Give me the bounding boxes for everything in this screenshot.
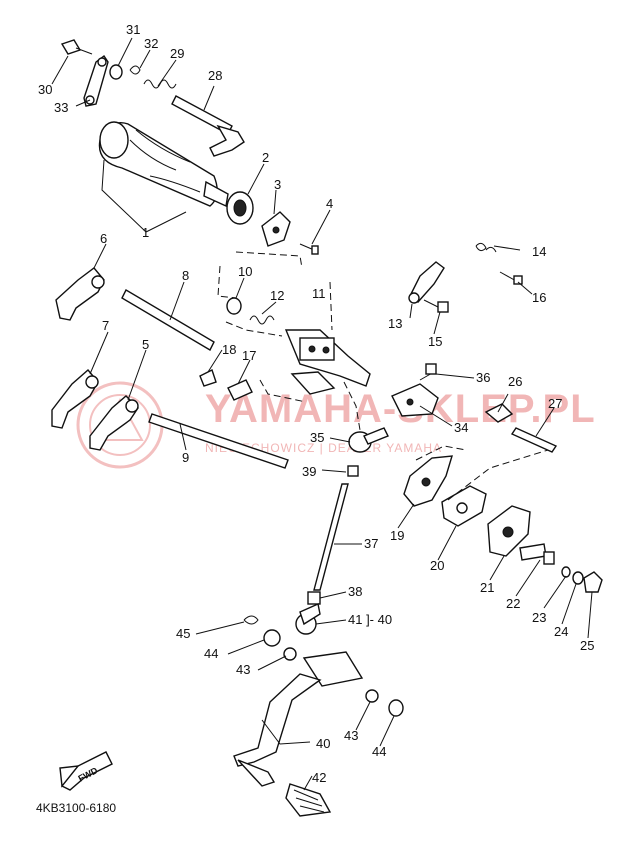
part-1-shift-drum: [98, 121, 229, 208]
part-23-washer: [561, 566, 571, 578]
callout-18: 18: [222, 342, 236, 357]
part-33-lever: [83, 54, 109, 107]
callout-15: 15: [428, 334, 442, 349]
callout-40-pedal: 40: [316, 736, 330, 751]
part-6-shift-fork: [55, 267, 105, 321]
callout-39: 39: [302, 464, 316, 479]
callout-34: 34: [454, 420, 468, 435]
part-15-bolt: [423, 299, 449, 313]
callout-5: 5: [142, 337, 149, 352]
callout-16: 16: [532, 290, 546, 305]
part-28-shift-shaft: [171, 95, 245, 157]
callout-33: 33: [54, 100, 68, 115]
callout-7: 7: [102, 318, 109, 333]
part-5-shift-fork: [89, 395, 139, 451]
callout-10: 10: [238, 264, 252, 279]
callout-41-40-bracket: 41 ]- 40: [348, 612, 392, 627]
callout-9: 9: [182, 450, 189, 465]
part-29-spring: [143, 79, 177, 89]
part-20-plate: [441, 485, 487, 527]
part-12-spring: [249, 315, 275, 325]
callout-35: 35: [310, 430, 324, 445]
callout-30: 30: [38, 82, 52, 97]
part-16-bolt: [499, 271, 523, 285]
part-45-clip: [243, 615, 259, 625]
part-40-shift-pedal: [233, 651, 364, 787]
part-44-washer-upper: [263, 629, 281, 647]
callout-2: 2: [262, 150, 269, 165]
part-7-shift-fork: [51, 369, 99, 429]
part-4-screw: [299, 243, 319, 255]
part-43-washer-upper: [283, 647, 297, 661]
callout-31: 31: [126, 22, 140, 37]
part-43-washer-lower: [365, 689, 379, 703]
part-34-bracket: [391, 383, 439, 417]
callout-labels: 1 2 3 4 5 6 7 8 9 10 11 12 13 14 15 16 1…: [38, 22, 594, 785]
fwd-arrow-icon: FWD: [59, 751, 113, 791]
leader-lines: [51, 37, 593, 791]
part-17-bolt: [227, 379, 253, 401]
callout-26: 26: [508, 374, 522, 389]
part-9-guide-bar: [148, 413, 289, 469]
callout-42: 42: [312, 770, 326, 785]
part-21-shift-lever: [487, 505, 531, 557]
callout-13: 13: [388, 316, 402, 331]
callout-8: 8: [182, 268, 189, 283]
part-32-clip: [129, 65, 141, 75]
callout-12: 12: [270, 288, 284, 303]
callout-45: 45: [176, 626, 190, 641]
part-19-shift-arm: [403, 455, 453, 507]
part-10-washer: [226, 297, 242, 315]
part-39-nut: [347, 465, 359, 477]
callout-1: 1: [142, 225, 149, 240]
part-44-washer-lower: [388, 699, 404, 717]
callout-44-lower: 44: [372, 744, 386, 759]
callout-28: 28: [208, 68, 222, 83]
callout-11: 11: [312, 286, 326, 301]
part-31-washer: [109, 64, 123, 80]
callout-37: 37: [364, 536, 378, 551]
callout-38: 38: [348, 584, 362, 599]
watermark: YAMAHA-SKLEP.PL NIECIECHOWICZ | DEALER Y…: [76, 381, 595, 469]
callout-43-upper: 43: [236, 662, 250, 677]
callout-14: 14: [532, 244, 546, 259]
callout-29: 29: [170, 46, 184, 61]
callout-25: 25: [580, 638, 594, 653]
part-41-rod-end: [295, 603, 321, 635]
diagram-code: 4KB3100-6180: [36, 801, 116, 815]
callout-27: 27: [548, 396, 562, 411]
part-24-washer: [572, 571, 584, 585]
part-2-bearing: [226, 191, 254, 225]
callout-43-lower: 43: [344, 728, 358, 743]
callout-24: 24: [554, 624, 568, 639]
callout-19: 19: [390, 528, 404, 543]
part-14-spring: [475, 242, 497, 253]
part-18-clip: [199, 369, 217, 387]
callout-32: 32: [144, 36, 158, 51]
callout-44-upper: 44: [204, 646, 218, 661]
part-8-guide-bar: [121, 289, 215, 351]
part-36-bolt: [419, 363, 437, 381]
part-11-shift-shaft-assembly: [284, 329, 371, 395]
part-37-shift-rod: [313, 483, 349, 591]
part-3-segment: [261, 211, 291, 247]
part-26-collar: [484, 403, 514, 423]
part-27-pin: [510, 427, 558, 453]
callout-17: 17: [242, 348, 256, 363]
part-42-pedal-rubber: [285, 783, 332, 817]
callout-22: 22: [506, 596, 520, 611]
part-25-nut: [583, 571, 603, 593]
part-22-bolt: [519, 543, 555, 565]
callout-21: 21: [480, 580, 494, 595]
callout-4: 4: [326, 196, 333, 211]
callout-20: 20: [430, 558, 444, 573]
part-13-stopper-lever: [408, 261, 445, 304]
part-30-bolt: [60, 39, 93, 55]
callout-36: 36: [476, 370, 490, 385]
callout-23: 23: [532, 610, 546, 625]
callout-6: 6: [100, 231, 107, 246]
callout-3: 3: [274, 177, 281, 192]
part-38-nut: [307, 591, 321, 605]
